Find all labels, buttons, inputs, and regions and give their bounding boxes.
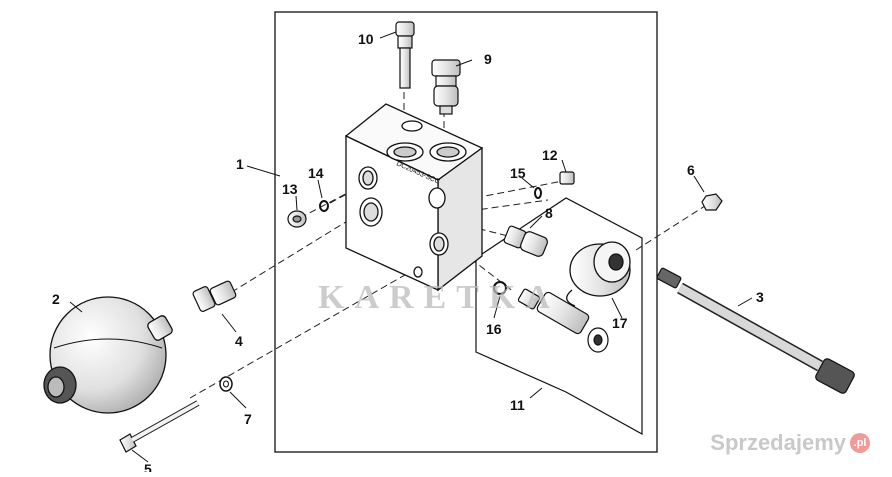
main-assembly-frame bbox=[274, 11, 658, 453]
callout-17: 17 bbox=[612, 315, 628, 331]
callout-15: 15 bbox=[510, 165, 526, 181]
small-plug bbox=[559, 171, 575, 185]
callout-3: 3 bbox=[756, 289, 764, 305]
badge-dot-icon: .pl bbox=[850, 433, 870, 453]
callout-11: 11 bbox=[510, 397, 525, 413]
callout-7: 7 bbox=[244, 411, 252, 427]
site-badge: Sprzedajemy .pl bbox=[710, 430, 870, 456]
inset-frame bbox=[475, 197, 643, 436]
callout-12: 12 bbox=[542, 147, 558, 163]
cartridge-valve bbox=[431, 59, 461, 115]
callout-6: 6 bbox=[687, 162, 695, 178]
nut bbox=[701, 193, 723, 211]
badge-text: Sprzedajemy bbox=[710, 430, 846, 455]
pressure-sensor bbox=[503, 225, 548, 257]
port-plug bbox=[287, 210, 307, 228]
callout-4: 4 bbox=[235, 333, 243, 349]
solenoid-valve bbox=[493, 281, 609, 353]
callout-2: 2 bbox=[52, 291, 60, 307]
bolt bbox=[119, 400, 200, 453]
small-o-ring bbox=[534, 187, 542, 199]
callout-1: 1 bbox=[236, 156, 244, 172]
valve-block bbox=[344, 103, 484, 292]
fitting bbox=[192, 280, 237, 312]
callout-9: 9 bbox=[484, 51, 492, 67]
callout-10: 10 bbox=[358, 31, 374, 47]
o-ring bbox=[319, 200, 329, 212]
wiring-harness bbox=[656, 267, 855, 394]
callout-8: 8 bbox=[545, 205, 553, 221]
leader-lines bbox=[69, 31, 753, 463]
callout-14: 14 bbox=[308, 165, 324, 181]
accumulator bbox=[43, 296, 173, 414]
solenoid-coil bbox=[566, 241, 631, 307]
watermark: KARETKA bbox=[318, 279, 560, 316]
plug-screw bbox=[395, 21, 415, 89]
callout-5: 5 bbox=[144, 461, 152, 472]
callout-16: 16 bbox=[486, 321, 502, 337]
callout-13: 13 bbox=[282, 181, 298, 197]
